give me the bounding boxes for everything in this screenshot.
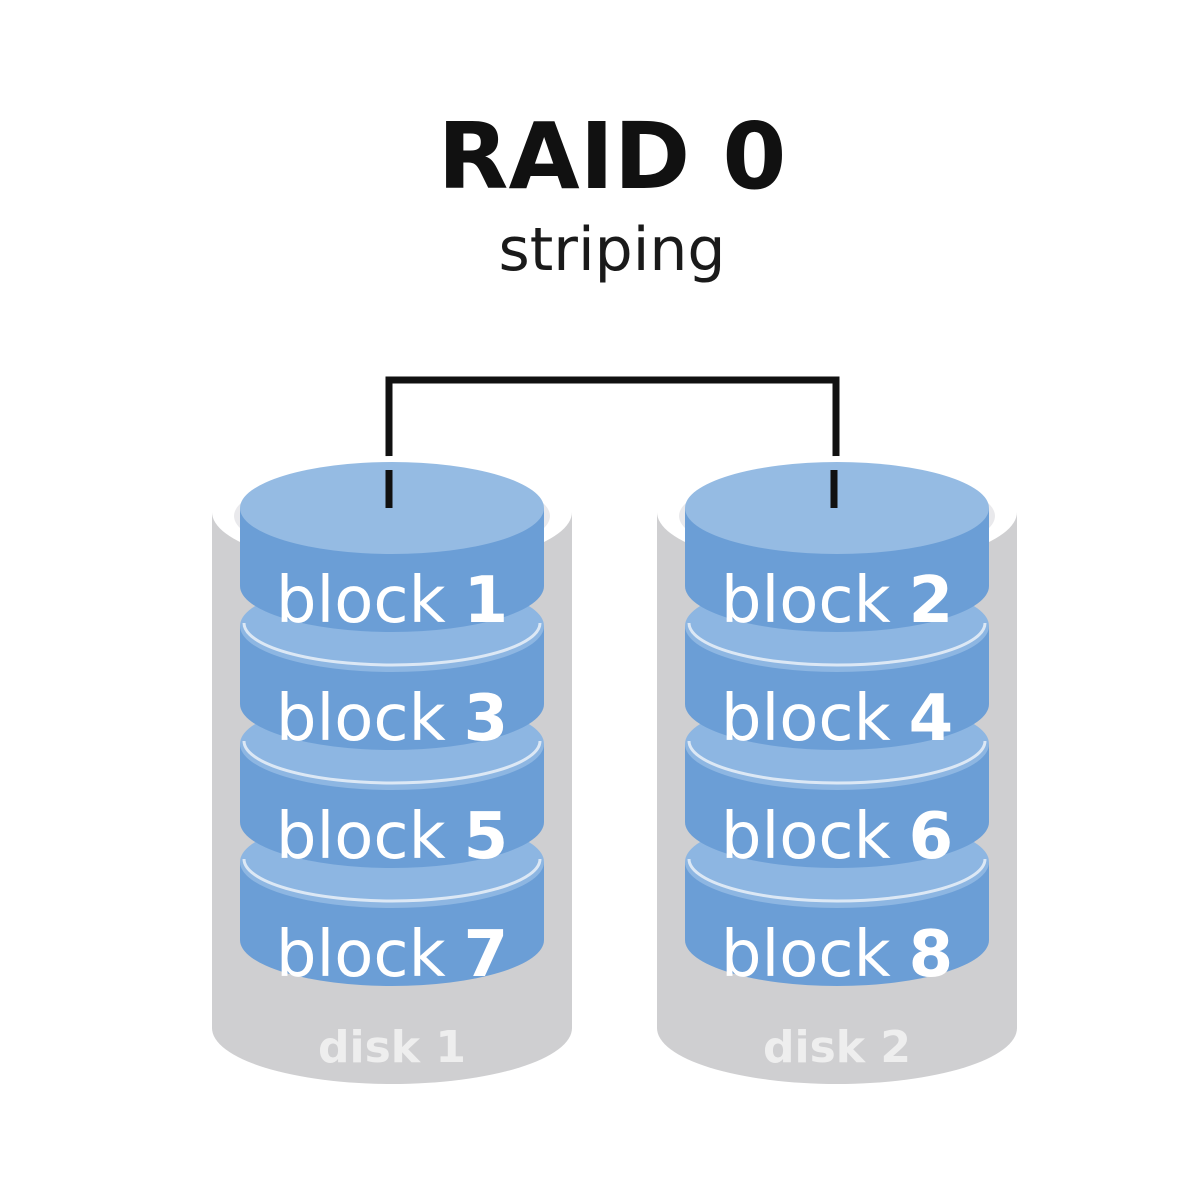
block-number: 6 xyxy=(909,800,954,874)
block-word: block xyxy=(276,800,446,874)
stripe-connector xyxy=(385,376,840,508)
block-seam-highlight xyxy=(242,858,542,903)
block-number: 3 xyxy=(464,682,509,756)
block-word: block xyxy=(276,564,446,638)
block-seam-highlight xyxy=(687,740,987,785)
block-number: 5 xyxy=(464,800,509,874)
disk-label: disk 1 xyxy=(318,1022,466,1073)
block-number: 7 xyxy=(464,918,509,992)
block-word: block xyxy=(721,564,891,638)
block-seam-highlight xyxy=(687,622,987,667)
block-word: block xyxy=(721,800,891,874)
block-seam-highlight xyxy=(687,858,987,903)
block-number: 2 xyxy=(909,564,954,638)
block-word: block xyxy=(276,682,446,756)
block-word: block xyxy=(276,918,446,992)
block-word: block xyxy=(721,918,891,992)
block-number: 8 xyxy=(909,918,954,992)
connector-overlay xyxy=(385,470,838,508)
diagram-subtitle: striping xyxy=(499,215,726,285)
diagram-title: RAID 0 xyxy=(438,103,787,210)
block-word: block xyxy=(721,682,891,756)
block-seam-highlight xyxy=(242,622,542,667)
block-number: 1 xyxy=(464,564,509,638)
block-seam-highlight xyxy=(242,740,542,785)
block-number: 4 xyxy=(909,682,954,756)
disk-label: disk 2 xyxy=(763,1022,911,1073)
